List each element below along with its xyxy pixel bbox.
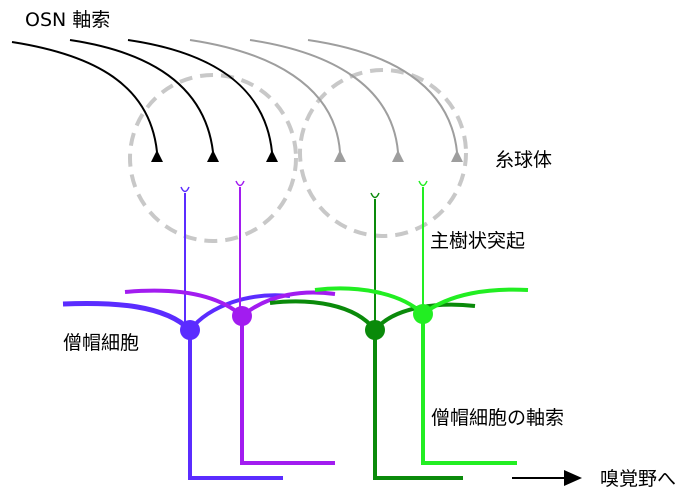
osn-axon-label: OSN 軸索 <box>25 9 111 31</box>
osn-terminal <box>334 150 346 162</box>
osn-axon-3 <box>127 39 273 153</box>
soma <box>413 304 433 324</box>
mitral-cell-dark-green <box>269 192 476 480</box>
osn-axons-active <box>11 39 273 153</box>
output-arrow <box>512 470 582 486</box>
lateral-dendrite-left <box>124 288 244 318</box>
osn-axon-4 <box>189 39 341 153</box>
dendritic-tuft <box>180 186 190 193</box>
glomerulus-left <box>128 73 298 243</box>
soma <box>180 320 200 340</box>
lateral-dendrite-right <box>421 287 529 316</box>
osn-axon-2 <box>69 39 214 153</box>
osn-terminal <box>392 150 404 162</box>
soma <box>365 320 385 340</box>
axon <box>188 338 283 480</box>
lateral-dendrite-right <box>240 290 336 318</box>
mitral-axon-label: 僧帽細胞の軸索 <box>431 407 565 429</box>
osn-axons-inactive <box>189 39 458 153</box>
dendritic-tuft <box>418 180 428 187</box>
osn-terminal <box>266 150 278 162</box>
lateral-dendrite-left <box>269 299 377 332</box>
osn-terminal <box>151 150 163 162</box>
lateral-dendrite-left <box>314 286 425 316</box>
mitral-cell-purple <box>124 180 336 465</box>
mitral-cell-label: 僧帽細胞 <box>63 332 140 354</box>
osn-axon-5 <box>249 39 399 153</box>
osn-terminals-inactive <box>334 150 463 162</box>
axon <box>421 322 517 465</box>
osn-terminals-active <box>151 150 278 162</box>
dendritic-tuft <box>370 192 380 199</box>
glomerulus-label: 糸球体 <box>495 149 553 171</box>
to-olfactory-cortex-label: 嗅覚野へ <box>600 468 677 490</box>
osn-axon-6 <box>307 39 458 153</box>
soma <box>232 306 252 326</box>
osn-axon-1 <box>11 41 158 153</box>
axon <box>373 338 463 480</box>
osn-terminal <box>207 150 219 162</box>
glomerulus-right <box>298 68 468 238</box>
dendritic-tuft <box>235 180 245 187</box>
lateral-dendrite-left <box>62 300 192 332</box>
axon <box>240 324 335 465</box>
apical-dendrite-label: 主樹状突起 <box>430 230 526 252</box>
osn-terminal <box>451 150 463 162</box>
mitral-cell-light-green <box>314 180 529 465</box>
